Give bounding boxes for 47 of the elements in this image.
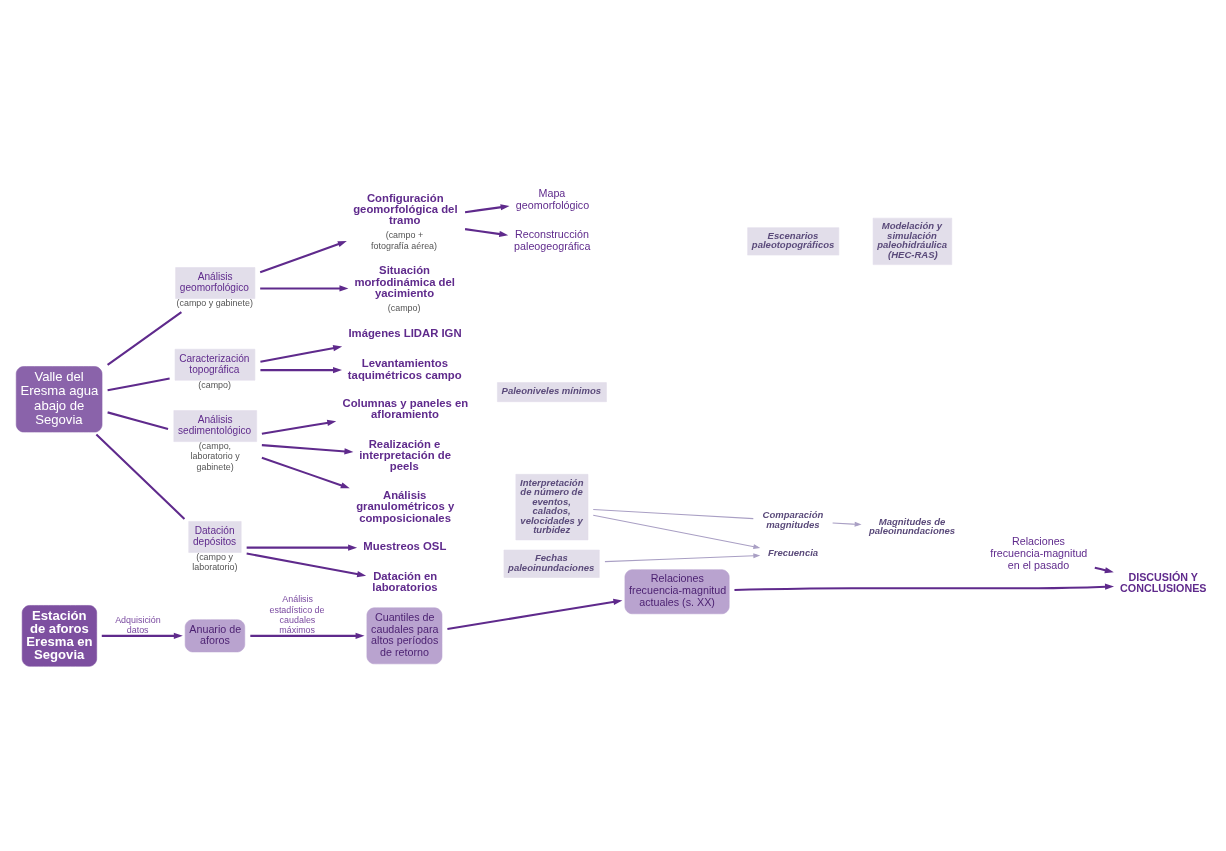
node-text: Configuración geomorfológica del tramo (353, 191, 458, 227)
arrow (250, 632, 365, 639)
connector (107, 377, 170, 392)
node-text: Mapa geomorfológico (515, 186, 590, 211)
arrow (261, 444, 354, 455)
connector (107, 311, 182, 366)
node-text: Levantamientos taquimétricos campo (347, 357, 462, 381)
node-text: Muestreos OSL (363, 540, 447, 553)
arrow (260, 366, 342, 374)
node-text: Situación morfodinámica del yacimiento (354, 264, 455, 299)
arrow (261, 419, 337, 435)
connector (107, 411, 169, 430)
node-text: Datación en laboratorios (372, 569, 438, 594)
arrow (447, 598, 623, 630)
node-label: (campo, laboratorio y gabinete) (190, 441, 240, 472)
node-text: DISCUSIÓN Y CONCLUSIONES (1120, 571, 1207, 594)
edge-label: Adquisición datos (115, 614, 161, 635)
arrow (261, 456, 350, 489)
arrow (464, 204, 510, 214)
node-label: (campo y gabinete) (176, 298, 253, 309)
node-text: Realización e interpretación de peels (359, 437, 451, 473)
node-text: Imágenes LIDAR IGN (348, 327, 462, 340)
arrow (260, 285, 349, 292)
node-text: Frecuencia (767, 546, 819, 558)
arrow (246, 544, 358, 551)
node-label: (campo) (198, 379, 232, 390)
node-label: (campo y laboratorio) (192, 552, 238, 573)
node-label: (campo + fotografía aérea) (371, 230, 438, 251)
connector (95, 433, 186, 520)
edge-label: Análisis estadístico de caudales máximos (269, 594, 325, 635)
node-text: Comparación magnitudes (762, 509, 824, 530)
arrow (246, 552, 367, 578)
arrow (604, 553, 761, 563)
node-text: Relaciones frecuencia-magnitud en el pasado (990, 534, 1088, 571)
arrow (734, 583, 1114, 592)
node-label: (campo) (387, 303, 421, 314)
arrow (101, 632, 183, 639)
node-text: Reconstrucción paleogeográfica (514, 228, 591, 252)
node-text: Análisis granulométricos y composicionales (356, 488, 455, 524)
node-text: Magnitudes de paleoinundaciones (868, 515, 956, 537)
arrow (260, 345, 343, 363)
arrow (592, 514, 761, 549)
arrow (259, 241, 347, 274)
arrow (464, 228, 509, 238)
node-text: Columnas y paneles en afloramiento (342, 397, 469, 421)
arrow (832, 521, 862, 527)
connector (592, 508, 754, 520)
